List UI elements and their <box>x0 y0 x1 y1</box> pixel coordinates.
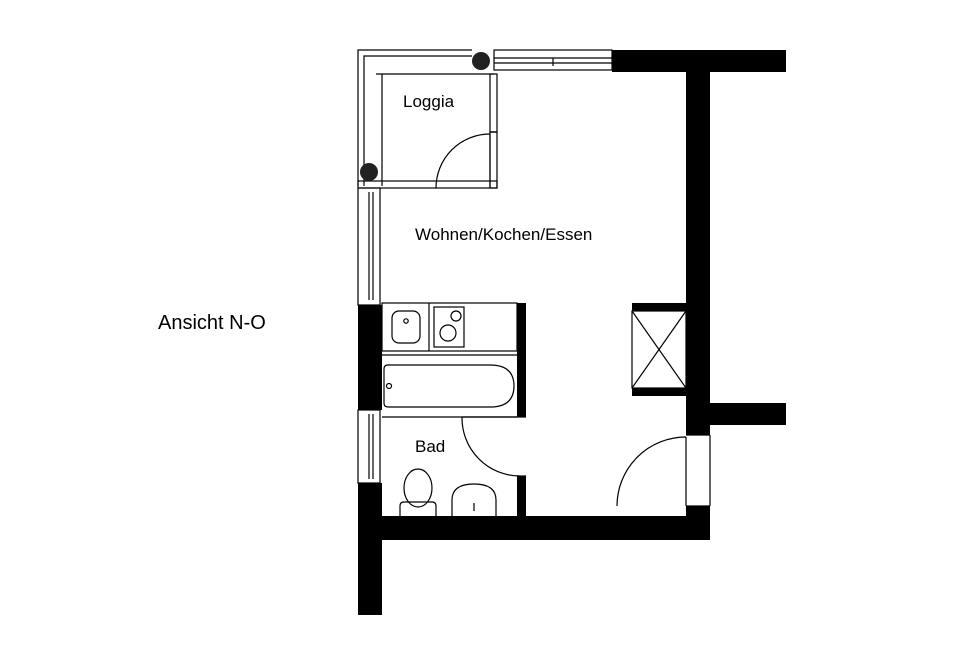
door-swings <box>435 133 687 507</box>
wall-left-mid <box>358 305 382 410</box>
stove-icon <box>433 306 465 348</box>
loggia-bottom-edge <box>357 180 498 189</box>
room-label-living: Wohnen/Kochen/Essen <box>415 225 593 244</box>
column-top <box>472 52 490 70</box>
wall-right-stub <box>686 403 786 425</box>
shaft-cross-b <box>631 310 687 389</box>
shaft-top <box>632 303 688 311</box>
wall-bath-divider <box>517 355 526 417</box>
shaft-bottom <box>632 388 688 396</box>
loggia-right-wall <box>489 73 498 133</box>
wall-kitchen-end <box>517 303 526 358</box>
wall-bottom <box>380 516 710 540</box>
wall-bath-door-jamb <box>517 476 526 518</box>
bathtub-icon <box>383 364 515 408</box>
outline-lines <box>357 49 711 540</box>
shaft <box>631 310 687 389</box>
bathtub-drain <box>385 382 393 390</box>
kitchen-sink-icon <box>391 310 421 344</box>
wall-left-low <box>358 483 382 615</box>
top-window <box>493 49 613 71</box>
columns <box>360 52 490 181</box>
loggia-door-arc <box>435 133 491 189</box>
loggia-inner-frame <box>363 55 472 186</box>
entry-threshold <box>685 507 705 540</box>
entry-door-arc <box>616 436 687 507</box>
kitchen-sink-drain <box>403 318 409 324</box>
room-label-bath: Bad <box>415 437 446 456</box>
wall-right-upper <box>686 50 710 435</box>
left-window-lower <box>357 409 381 484</box>
kitchen-counter <box>381 302 518 352</box>
toilet-tank-icon <box>399 501 437 516</box>
stove-burner-large <box>439 324 457 342</box>
walls <box>358 50 786 615</box>
loggia-outer-frame <box>357 49 472 186</box>
view-label: Ansicht N-O <box>158 312 266 334</box>
stove-burner-small <box>450 310 462 322</box>
toilet-bowl-icon <box>403 468 433 508</box>
loggia-door-frame <box>489 131 498 189</box>
fixtures <box>383 306 515 516</box>
bath-door-arc <box>461 416 521 477</box>
washbasin-icon <box>451 483 497 516</box>
left-window-upper <box>357 187 381 306</box>
column-left <box>360 163 378 181</box>
room-label-loggia: Loggia <box>403 92 455 111</box>
